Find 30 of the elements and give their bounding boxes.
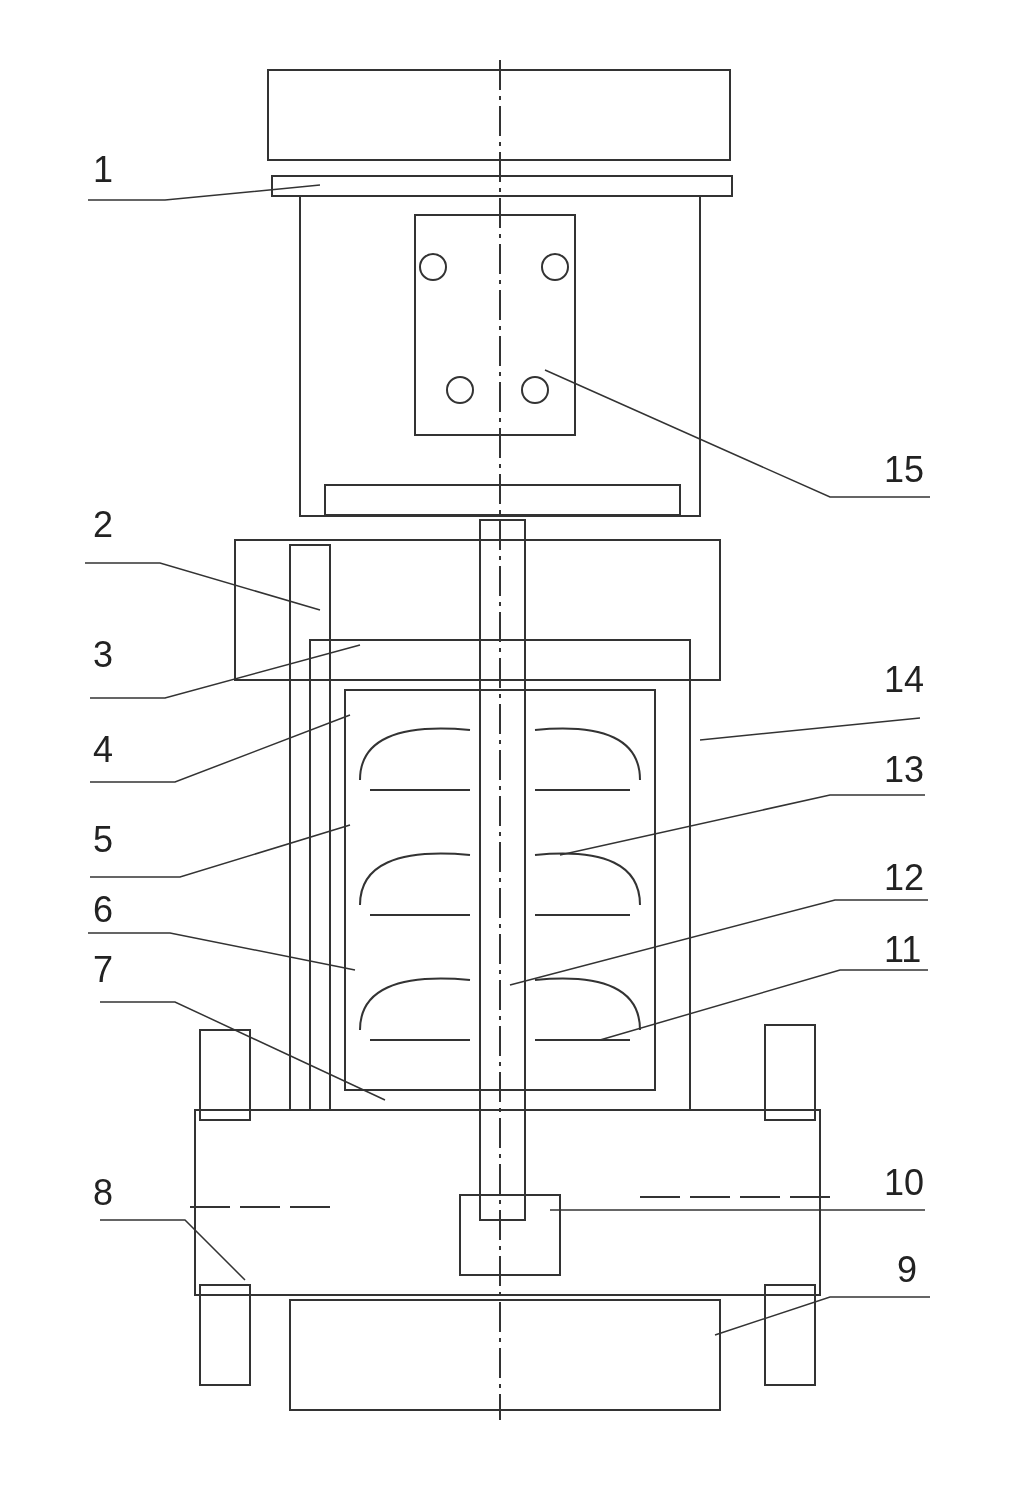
- callout-number: 11: [884, 930, 922, 970]
- leader-line: [509, 899, 929, 986]
- leader-line: [89, 714, 351, 783]
- leader-line: [99, 1219, 246, 1281]
- callout-number: 1: [93, 150, 114, 190]
- leader-line: [714, 1296, 931, 1336]
- leader-line: [544, 369, 931, 498]
- callout-number: 14: [884, 660, 925, 700]
- callout-number: 2: [93, 505, 114, 545]
- leader-line: [549, 1209, 926, 1211]
- leader-line: [89, 824, 351, 878]
- callout-number: 3: [93, 635, 114, 675]
- callout-number: 4: [93, 730, 114, 770]
- leader-line: [84, 562, 321, 611]
- leader-line: [87, 932, 356, 971]
- leader-line: [89, 644, 361, 699]
- callout-number: 8: [93, 1173, 114, 1213]
- callout-number: 7: [93, 950, 114, 990]
- callout-number: 5: [93, 820, 114, 860]
- callout-number: 15: [884, 450, 925, 490]
- callout-number: 6: [93, 890, 114, 930]
- leader-line: [599, 969, 929, 1041]
- callout-number: 9: [897, 1250, 918, 1290]
- callout-number: 13: [884, 750, 925, 790]
- leader-line: [699, 717, 921, 741]
- leader-line: [559, 794, 926, 856]
- callout-number: 10: [884, 1163, 925, 1203]
- leader-line: [99, 1001, 386, 1101]
- leader-line: [87, 184, 321, 201]
- callout-number: 12: [884, 858, 925, 898]
